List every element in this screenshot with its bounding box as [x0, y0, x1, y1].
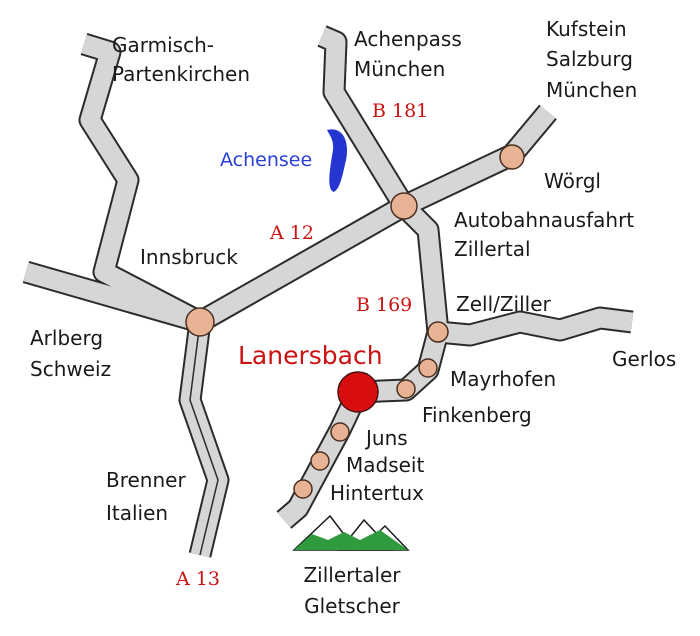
glacier-mountain-icon: [292, 514, 410, 551]
town-markers: [185, 144, 525, 499]
marker-hintertux: [293, 479, 313, 499]
road-center-line: [189, 321, 219, 556]
marker-finkenberg: [396, 379, 416, 399]
label-juns: Juns: [366, 426, 408, 450]
label-lanersbach: Lanersbach: [238, 341, 383, 370]
label-salzburg: Salzburg: [546, 47, 633, 71]
label-partenkirchen: Partenkirchen: [112, 62, 251, 86]
label-woergl: Wörgl: [544, 169, 601, 193]
label-b181: B 181: [372, 100, 429, 122]
marker-lanersbach-destination: [337, 371, 379, 413]
label-kufstein: Kufstein: [546, 17, 627, 41]
label-achensee: Achensee: [220, 149, 313, 171]
marker-autobahnausfahrt-zillertal: [390, 192, 418, 220]
label-gerlos: Gerlos: [612, 347, 677, 371]
label-madseit: Madseit: [346, 453, 425, 477]
label-zillertaler: Zillertaler: [303, 563, 401, 587]
label-a12: A 12: [270, 222, 314, 244]
achensee-lake-icon: [327, 129, 348, 192]
label-arlberg: Arlberg: [30, 326, 104, 350]
label-achenpass: Achenpass: [354, 27, 462, 51]
label-brenner: Brenner: [106, 468, 186, 492]
label-italien: Italien: [106, 501, 169, 525]
label-b169: B 169: [356, 294, 413, 316]
label-zillertal: Zillertal: [454, 237, 531, 261]
label-finkenberg: Finkenberg: [422, 403, 532, 427]
marker-woergl: [499, 144, 525, 170]
marker-zell-ziller: [427, 321, 449, 343]
label-hintertux: Hintertux: [330, 481, 424, 505]
marker-mayrhofen: [418, 358, 438, 378]
marker-innsbruck: [185, 307, 215, 337]
marker-juns: [330, 422, 350, 442]
label-garmisch: Garmisch-: [112, 33, 214, 57]
label-gletscher: Gletscher: [304, 594, 400, 618]
label-a13: A 13: [176, 568, 220, 590]
label-muenchen-east: München: [546, 78, 638, 102]
label-autobahnausfahrt: Autobahnausfahrt: [454, 208, 635, 232]
label-zell-ziller: Zell/Ziller: [456, 292, 551, 316]
label-muenchen-north: München: [354, 57, 446, 81]
label-schweiz: Schweiz: [30, 357, 112, 381]
label-mayrhofen: Mayrhofen: [450, 367, 557, 391]
marker-madseit: [310, 451, 330, 471]
label-innsbruck: Innsbruck: [140, 245, 238, 269]
